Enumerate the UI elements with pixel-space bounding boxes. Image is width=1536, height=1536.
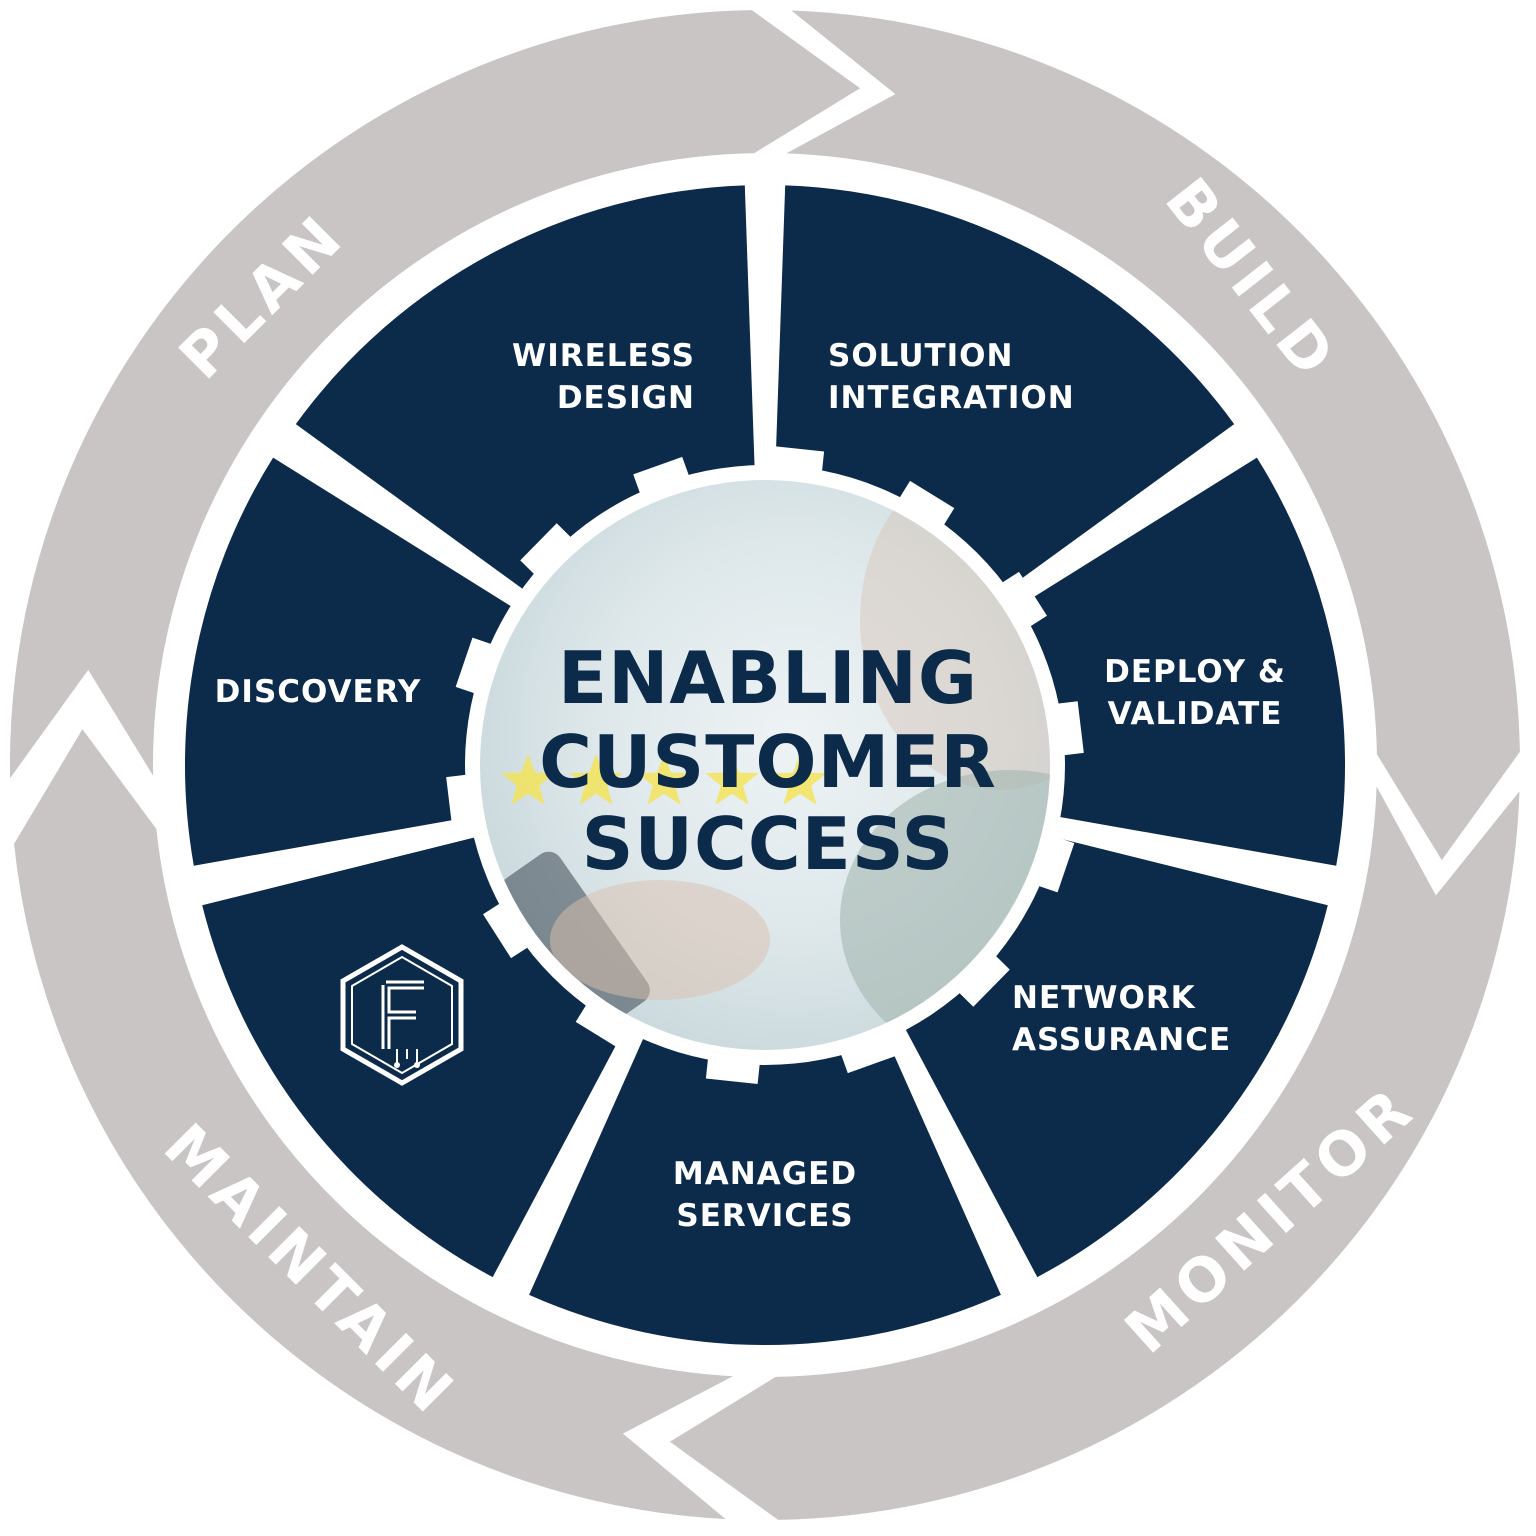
star-icon: [569, 754, 623, 805]
phase-arc-build: [786, 10, 1520, 861]
five-stars-icon: [501, 754, 827, 805]
segment-managed-services-line1: MANAGED: [673, 1156, 857, 1192]
gear-tooth: [891, 480, 955, 539]
phase-arc-monitor: [669, 786, 1520, 1520]
segment-discovery-line1: DISCOVERY: [215, 674, 422, 710]
segment-managed-services: [529, 984, 1001, 1346]
gear-tooth: [988, 571, 1047, 636]
gear-tooth: [446, 772, 489, 829]
segment-deploy-validate-line2: VALIDATE: [1108, 696, 1283, 732]
photo-shape-person: [860, 480, 1050, 790]
segment-solution-integration-line2: INTEGRATION: [828, 380, 1075, 416]
segment-solution-integration-line1: SOLUTION: [828, 338, 1013, 374]
gear-tooth: [575, 991, 639, 1050]
gear-tooth: [768, 446, 825, 488]
star-icon: [637, 754, 691, 805]
hexagon-f-logo-icon: [340, 944, 464, 1086]
gear-tooth: [520, 523, 583, 586]
segment-network-assurance-line1: NETWORK: [1012, 980, 1196, 1016]
star-icon: [501, 754, 555, 805]
gear-tooth: [947, 944, 1010, 1007]
center-title-line1: ENABLING: [558, 636, 978, 720]
segment-deploy-validate-line1: DEPLOY &: [1104, 654, 1286, 690]
gear-tooth: [1041, 701, 1084, 758]
segment-wireless-design-line1: WIRELESS: [512, 338, 695, 374]
segment-network-assurance-line2: ASSURANCE: [1012, 1022, 1231, 1058]
star-icon: [705, 754, 759, 805]
segment-managed-services-line2: SERVICES: [676, 1198, 853, 1234]
star-icon: [773, 754, 827, 805]
phase-arc-plan: [9, 10, 861, 779]
gear-tooth: [483, 894, 542, 959]
gear-tooth: [705, 1042, 762, 1084]
phase-ring: [9, 10, 1520, 1520]
segment-wireless-design-line2: DESIGN: [557, 380, 695, 416]
center-title-line3: SUCCESS: [582, 802, 955, 886]
center-title-line2: CUSTOMER: [539, 720, 997, 804]
photo-shape-hand: [550, 880, 770, 1000]
phase-arc-maintain: [14, 729, 734, 1519]
